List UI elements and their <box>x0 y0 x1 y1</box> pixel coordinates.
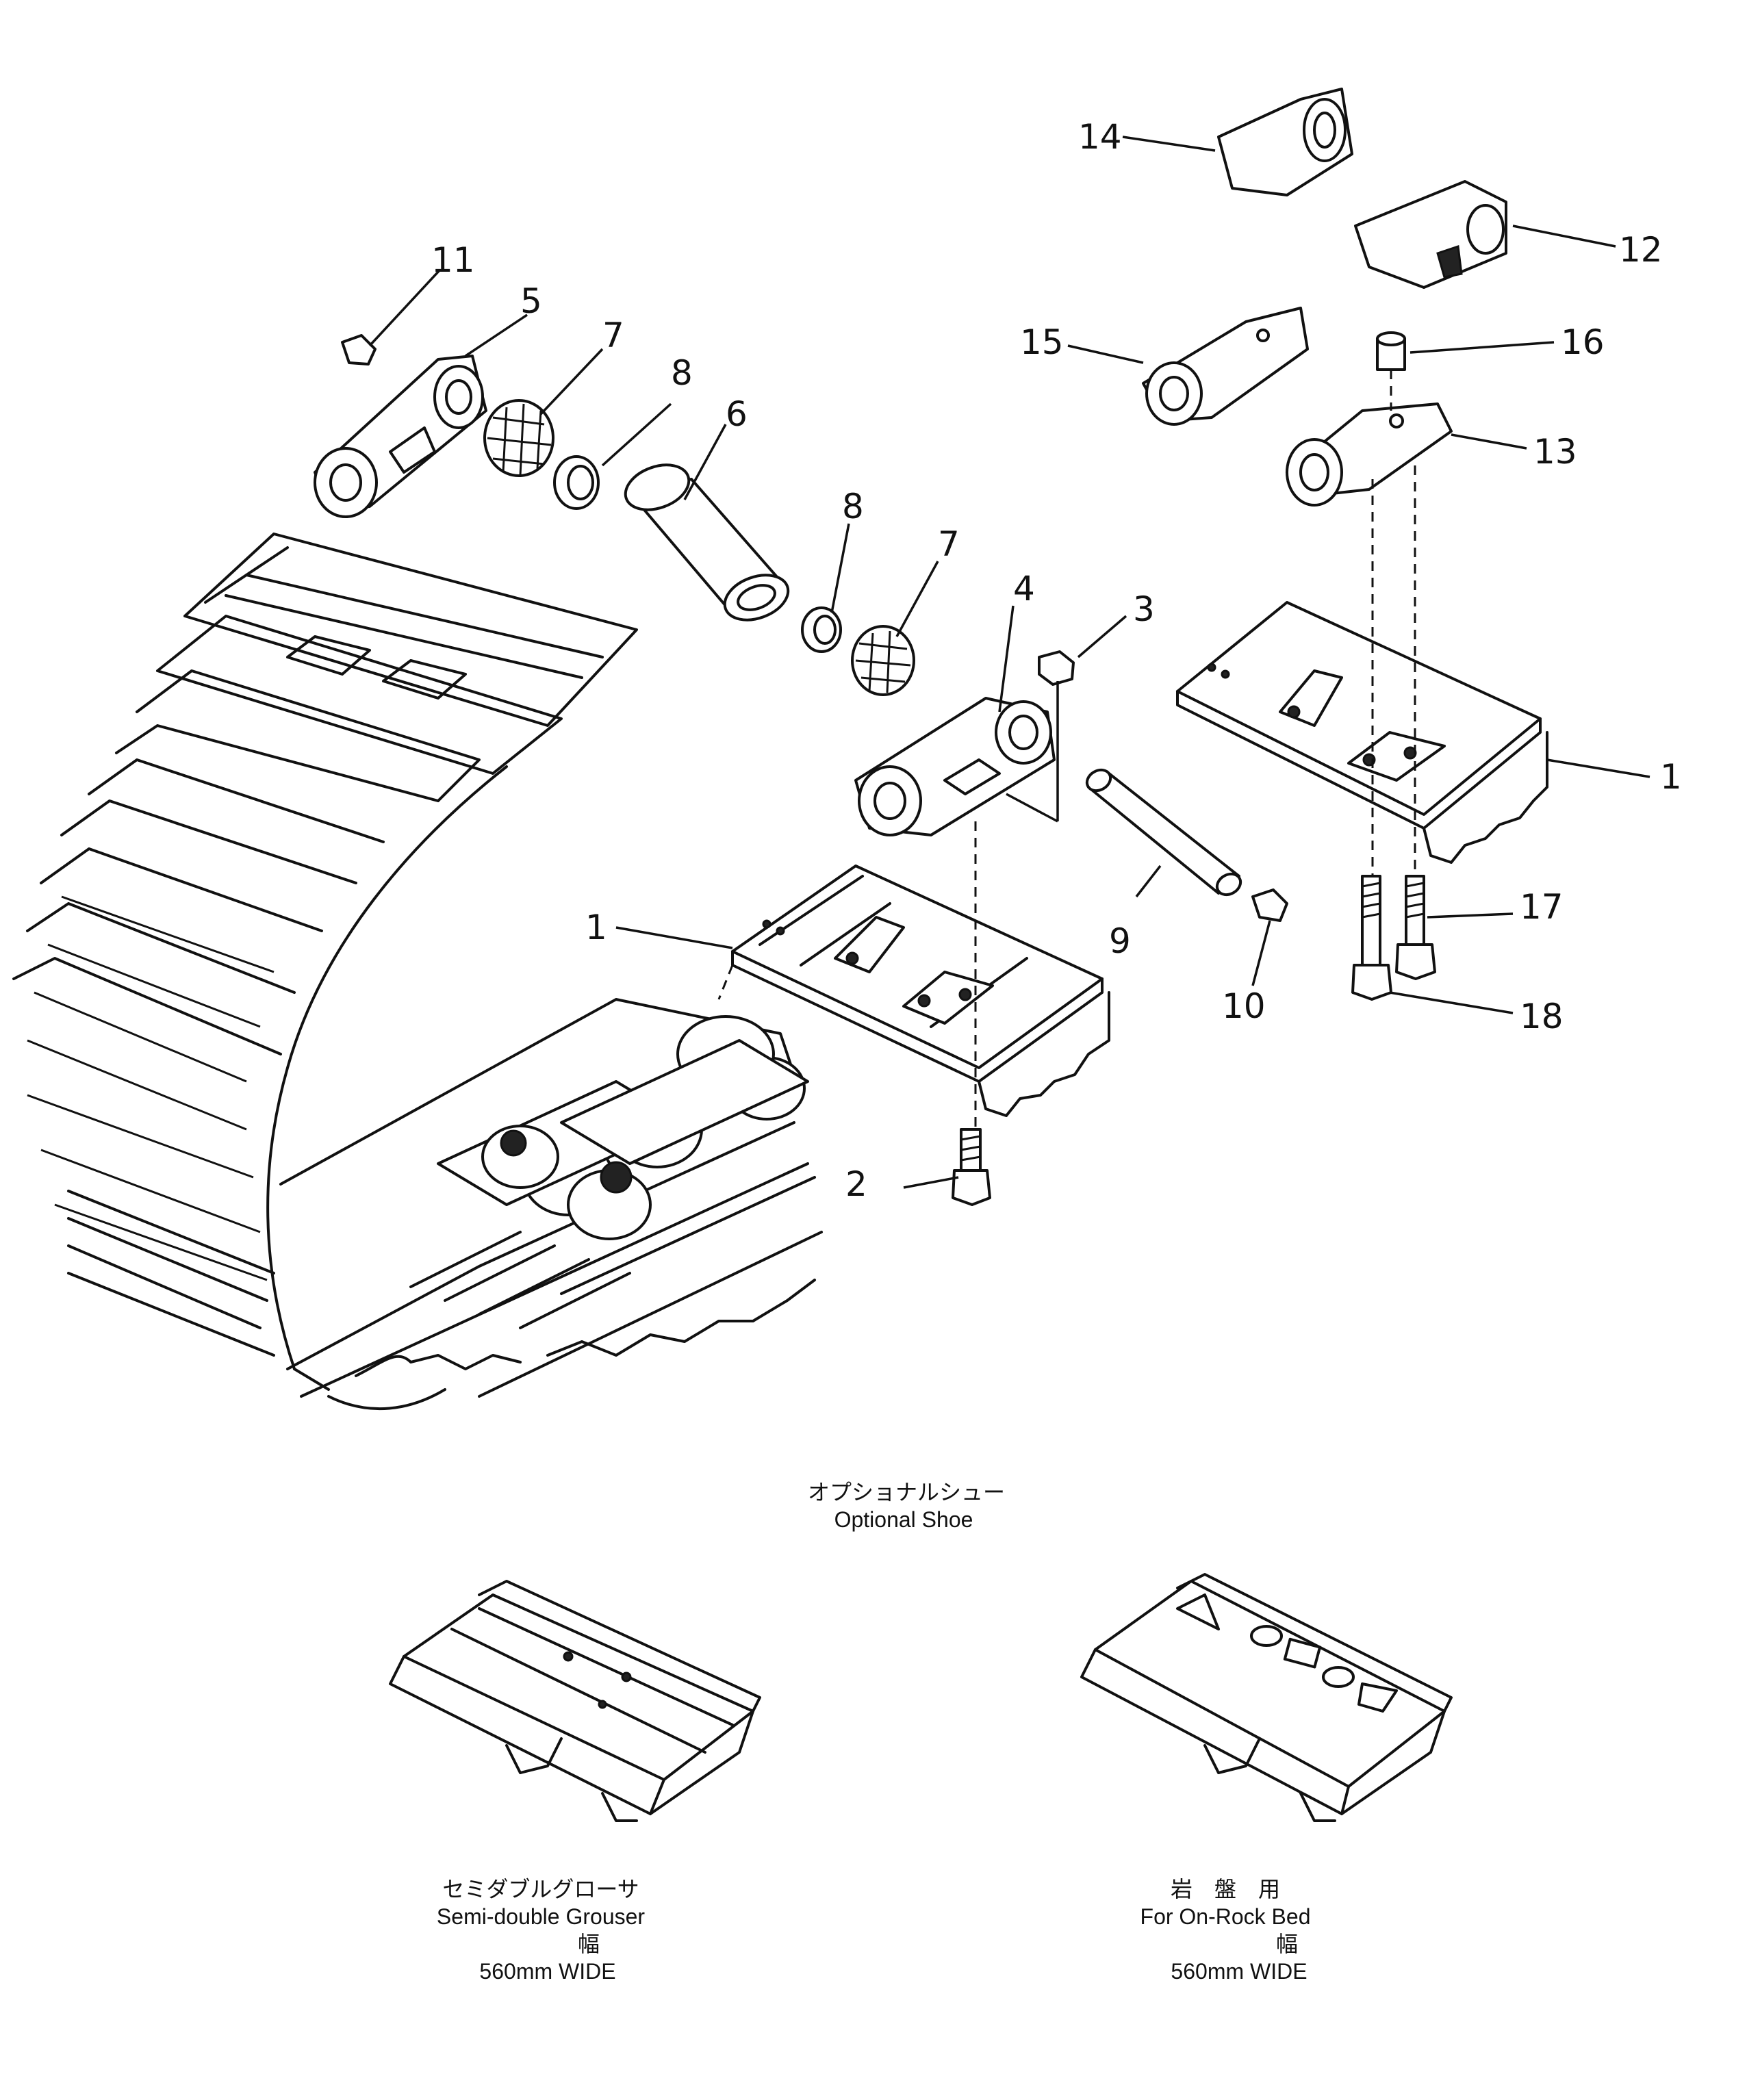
callout-2: 2 <box>845 1164 867 1204</box>
callout-14: 14 <box>1078 117 1122 157</box>
part-14-link <box>1217 88 1353 196</box>
callout-11: 11 <box>431 240 475 280</box>
callout-5: 5 <box>520 281 542 321</box>
part-8-ring-a <box>553 455 600 510</box>
optional-shoe-title-jp: オプショナルシュー <box>808 1479 1006 1505</box>
part-17-bolt <box>1395 875 1436 980</box>
semi-double-grouser-width: 560mm WIDE <box>479 1959 616 1984</box>
callout-9: 9 <box>1109 921 1131 961</box>
callout-6: 6 <box>726 394 748 434</box>
on-rock-bed-name-en: For On-Rock Bed <box>1140 1904 1311 1929</box>
callout-1-upper: 1 <box>1660 757 1682 797</box>
callout-15: 15 <box>1020 322 1064 362</box>
part-13-link <box>1286 402 1453 507</box>
part-12-link <box>1354 180 1507 289</box>
on-rock-bed-width: 560mm WIDE <box>1171 1959 1308 1984</box>
callout-1-lower: 1 <box>585 908 607 947</box>
leader-lines <box>368 136 1650 1189</box>
optional-shoe-on-rock-bed <box>1080 1573 1453 1822</box>
track-assembly-illustration <box>12 533 823 1411</box>
part-9-pin <box>1085 768 1242 897</box>
part-16-pin <box>1376 331 1406 371</box>
on-rock-bed-name-jp: 岩 盤 用 <box>1170 1876 1280 1902</box>
semi-double-grouser-name-en: Semi-double Grouser <box>436 1904 646 1929</box>
part-1-shoe-upper <box>1176 601 1548 864</box>
part-15-link <box>1142 307 1309 426</box>
callout-13: 13 <box>1533 432 1577 472</box>
part-11-plug <box>341 334 377 366</box>
callout-4: 4 <box>1013 569 1035 609</box>
callout-12: 12 <box>1619 230 1663 270</box>
part-18-bolt <box>1351 875 1392 1001</box>
callout-7-upper: 7 <box>602 316 624 355</box>
part-10-plug <box>1251 888 1288 922</box>
callout-10: 10 <box>1222 986 1266 1026</box>
part-4-link <box>854 697 1056 836</box>
callout-3: 3 <box>1133 589 1155 629</box>
part-7-seal-a <box>483 399 554 477</box>
optional-shoe-title-en: Optional Shoe <box>834 1507 973 1532</box>
callout-18: 18 <box>1520 997 1564 1036</box>
callout-8-upper: 8 <box>671 353 693 393</box>
callout-16: 16 <box>1561 322 1605 362</box>
semi-double-grouser-name-jp: セミダブルグローサ <box>442 1876 639 1902</box>
assembly-lines <box>717 370 1416 1129</box>
part-6-bushing <box>624 463 790 622</box>
semi-double-grouser-width-jp: 幅 <box>577 1931 600 1957</box>
callout-8-lower: 8 <box>842 487 864 526</box>
part-3-nut <box>1038 650 1075 686</box>
part-5-link <box>314 355 487 518</box>
part-8-ring-b <box>801 606 842 653</box>
part-7-seal-b <box>851 625 915 696</box>
part-1-shoe-lower <box>731 865 1110 1117</box>
on-rock-bed-width-jp: 幅 <box>1275 1931 1298 1957</box>
part-2-bolt <box>952 1128 991 1206</box>
callout-7-lower: 7 <box>938 524 960 564</box>
callout-17: 17 <box>1520 887 1564 927</box>
optional-shoe-semi-double-grouser <box>389 1580 761 1822</box>
